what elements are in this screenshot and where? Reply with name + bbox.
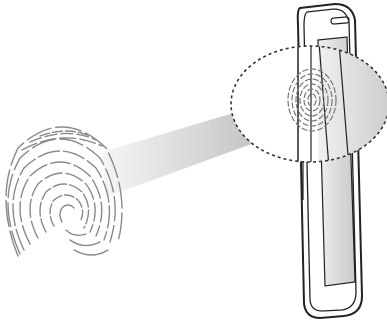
magnifier-circle bbox=[230, 45, 387, 163]
fingerprint-icon bbox=[5, 126, 123, 257]
fingerprint-icon-small bbox=[287, 68, 337, 132]
